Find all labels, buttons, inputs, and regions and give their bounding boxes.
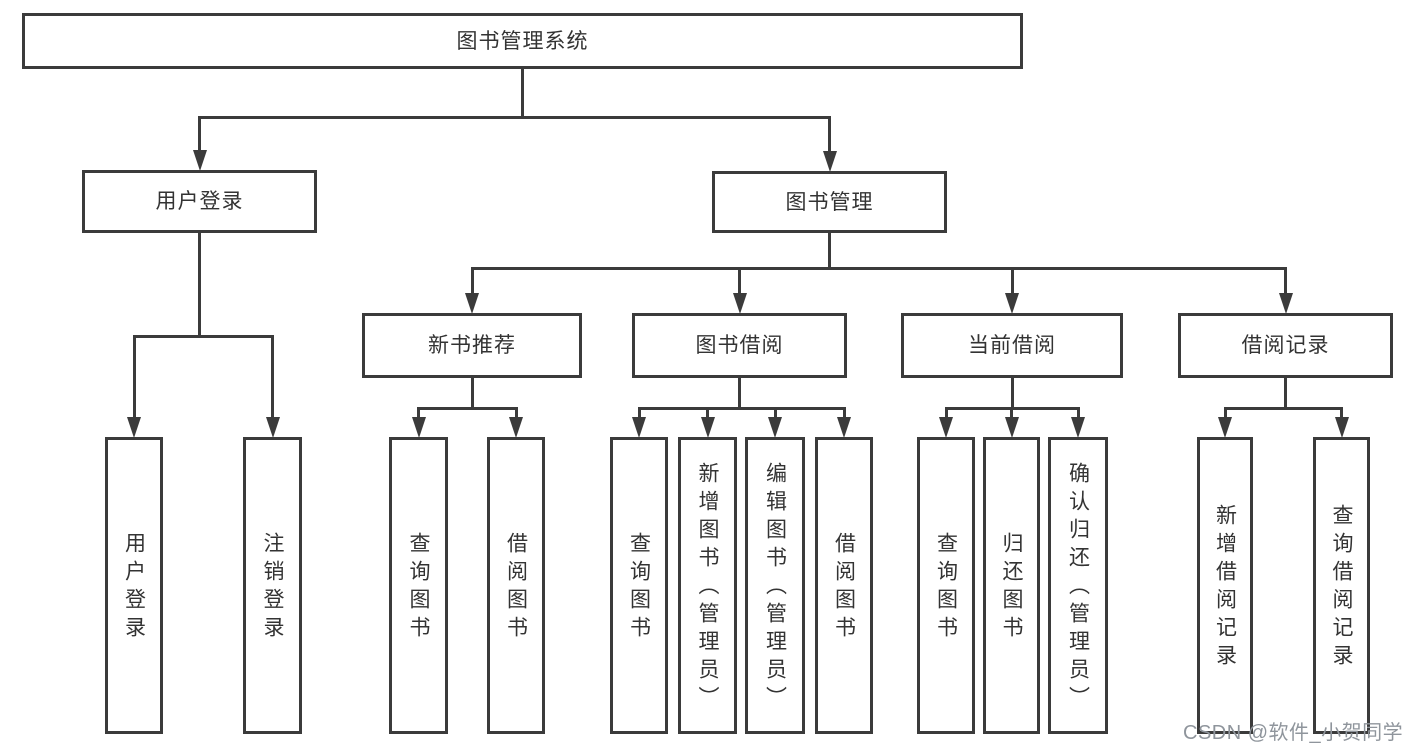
arrow-down-icon [822, 151, 837, 172]
node-rec-borrow-books: 借阅图书 [487, 437, 545, 734]
node-label: 确认归还（管理员） [1066, 461, 1090, 714]
node-label: 查询图书 [934, 531, 958, 644]
connector-line [1284, 376, 1287, 410]
connector-line [1076, 406, 1080, 420]
connector-line [198, 115, 201, 153]
connector-line [637, 406, 846, 410]
node-label: 查询图书 [627, 531, 651, 644]
arrow-down-icon [1334, 417, 1349, 438]
connector-line [271, 334, 274, 420]
node-user-login: 用户登录 [82, 170, 317, 233]
connector-line [1010, 266, 1014, 296]
connector-line [198, 115, 831, 119]
connector-line [132, 334, 274, 338]
arrow-down-icon [837, 417, 851, 438]
connector-line [198, 231, 201, 338]
node-borrow-edit-books: 编辑图书（管理员） [745, 437, 805, 734]
connector-line [1340, 406, 1343, 420]
arrow-down-icon [1005, 293, 1019, 314]
arrow-down-icon [768, 417, 782, 438]
node-label: 借阅记录 [1241, 334, 1330, 357]
node-leaf-user-login: 用户登录 [105, 437, 163, 734]
connector-line [842, 406, 846, 420]
node-rec-query-books: 查询图书 [389, 437, 448, 734]
connector-line [738, 266, 741, 296]
arrow-down-icon [632, 417, 646, 438]
arrow-down-icon [1278, 293, 1293, 314]
node-label: 图书借阅 [695, 334, 784, 357]
node-leaf-logout: 注销登录 [243, 437, 302, 734]
connector-line [738, 376, 741, 410]
node-book-mgmt: 图书管理 [712, 171, 947, 233]
node-current-borrow: 当前借阅 [901, 313, 1123, 378]
connector-line [706, 406, 709, 420]
arrow-down-icon [465, 293, 479, 314]
connector-line [828, 231, 831, 270]
connector-line [1284, 266, 1287, 296]
connector-line [944, 406, 948, 420]
node-label: 用户登录 [122, 531, 146, 644]
connector-line [1223, 406, 1343, 410]
node-new-book-rec: 新书推荐 [362, 313, 582, 378]
connector-line [1010, 376, 1014, 410]
node-label: 新书推荐 [428, 334, 516, 357]
arrow-down-icon [939, 417, 953, 438]
arrow-down-icon [1071, 417, 1085, 438]
connector-line [521, 67, 524, 119]
node-records-add-record: 新增借阅记录 [1197, 437, 1253, 734]
node-borrow-query-books: 查询图书 [610, 437, 668, 734]
node-label: 编辑图书（管理员） [763, 461, 787, 714]
node-label: 图书管理 [785, 190, 874, 214]
watermark: CSDN @软件_小贺同学 [1183, 722, 1404, 744]
connector-line [828, 115, 831, 154]
arrow-down-icon [700, 417, 715, 438]
arrow-down-icon [509, 417, 523, 438]
node-label: 图书管理系统 [456, 29, 589, 53]
node-label: 用户登录 [155, 190, 244, 213]
node-current-return-books: 归还图书 [983, 437, 1040, 734]
node-label: 归还图书 [1000, 531, 1023, 644]
node-current-query-books: 查询图书 [917, 437, 975, 734]
connector-line [1223, 406, 1227, 420]
arrow-down-icon [265, 417, 280, 438]
arrow-down-icon [732, 293, 747, 314]
node-borrow-add-books: 新增图书（管理员） [678, 437, 737, 734]
node-label: 查询借阅记录 [1330, 503, 1353, 672]
node-label: 借阅图书 [832, 531, 856, 644]
node-label: 新增图书（管理员） [696, 461, 719, 714]
node-borrow-borrow-books: 借阅图书 [815, 437, 873, 734]
node-label: 注销登录 [261, 531, 284, 644]
connector-line [417, 406, 420, 420]
connector-line [773, 406, 777, 420]
node-label: 查询图书 [407, 531, 430, 644]
node-current-confirm-return: 确认归还（管理员） [1048, 437, 1108, 734]
connector-line [132, 334, 136, 420]
connector-line [417, 406, 518, 410]
node-book-borrow: 图书借阅 [632, 313, 847, 378]
connector-line [637, 406, 641, 420]
arrow-down-icon [1218, 417, 1232, 438]
connector-line [470, 266, 1287, 270]
arrow-down-icon [192, 150, 207, 171]
node-records-query-record: 查询借阅记录 [1313, 437, 1370, 734]
arrow-down-icon [127, 417, 141, 438]
node-label: 当前借阅 [968, 334, 1056, 357]
node-borrow-records: 借阅记录 [1178, 313, 1393, 378]
node-label: 借阅图书 [504, 531, 528, 644]
connector-line [470, 266, 474, 296]
node-root: 图书管理系统 [22, 13, 1023, 69]
connector-line [514, 406, 518, 420]
arrow-down-icon [1004, 417, 1019, 438]
node-label: 新增借阅记录 [1213, 503, 1237, 672]
connector-line [1010, 406, 1013, 420]
arrow-down-icon [411, 417, 426, 438]
connector-line [470, 376, 474, 410]
